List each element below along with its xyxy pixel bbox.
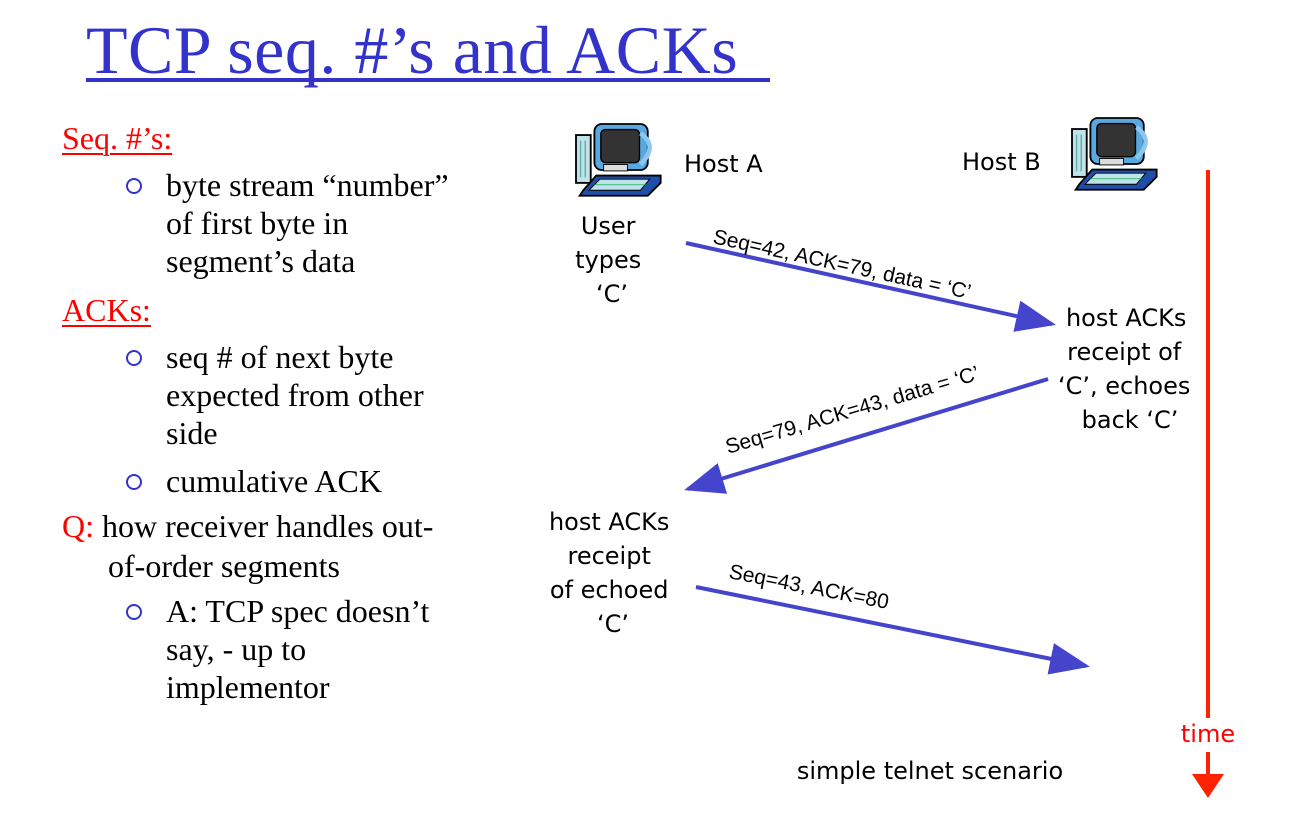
bullet-circle-icon xyxy=(126,178,142,194)
message-arrow-2 xyxy=(684,377,1049,494)
bullet-line: say, - up to xyxy=(166,631,307,667)
time-label: time xyxy=(1181,720,1235,748)
question-prefix: Q: xyxy=(62,508,94,544)
title-underline xyxy=(86,78,770,82)
seq-bullet: byte stream “number” of first byte in se… xyxy=(126,166,449,280)
seq-heading: Seq. #’s: xyxy=(62,120,173,156)
question-line: of-order segments xyxy=(108,548,340,584)
message-label-3: Seq=43, ACK=80 xyxy=(727,560,891,614)
message-arrow-3 xyxy=(695,585,1090,675)
host-b-computer-icon xyxy=(1072,118,1157,190)
host-b-label: Host B xyxy=(962,148,1041,176)
bullet-line: A: TCP spec doesn’t xyxy=(166,593,430,629)
slide-title: TCP seq. #’s and ACKs xyxy=(86,12,739,88)
host-a-ack-note: host ACKs receipt of echoed ‘C’ xyxy=(549,508,677,638)
bullet-line: side xyxy=(166,415,218,451)
bullet-line: expected from other xyxy=(166,377,424,413)
ack-bullet: cumulative ACK xyxy=(126,462,382,500)
bullet-line: segment’s data xyxy=(166,243,356,279)
host-a-label: Host A xyxy=(684,150,763,178)
acks-heading: ACKs: xyxy=(62,292,151,328)
question: Q: how receiver handles out- xyxy=(62,506,433,546)
bullet-circle-icon xyxy=(126,474,142,490)
host-b-ack-note: host ACKs receipt of ‘C’, echoes back ‘C… xyxy=(1058,304,1198,434)
user-types-note: User types ‘C’ xyxy=(575,212,649,308)
bullet-line: byte stream “number” xyxy=(166,167,449,203)
message-arrow-1 xyxy=(685,241,1056,332)
bullet-line: of first byte in xyxy=(166,205,349,241)
diagram-caption: simple telnet scenario xyxy=(797,757,1063,785)
bullet-line: seq # of next byte xyxy=(166,339,394,375)
answer-bullet: A: TCP spec doesn’t say, - up to impleme… xyxy=(126,592,430,706)
ack-bullet: seq # of next byte expected from other s… xyxy=(126,338,424,452)
question-line: how receiver handles out- xyxy=(102,508,434,544)
bullet-line: implementor xyxy=(166,669,330,705)
bullet-circle-icon xyxy=(126,604,142,620)
bullet-line: cumulative ACK xyxy=(166,463,382,499)
message-label-1: Seq=42, ACK=79, data = ‘C’ xyxy=(711,225,973,304)
bullet-circle-icon xyxy=(126,350,142,366)
host-a-computer-icon xyxy=(576,124,661,196)
